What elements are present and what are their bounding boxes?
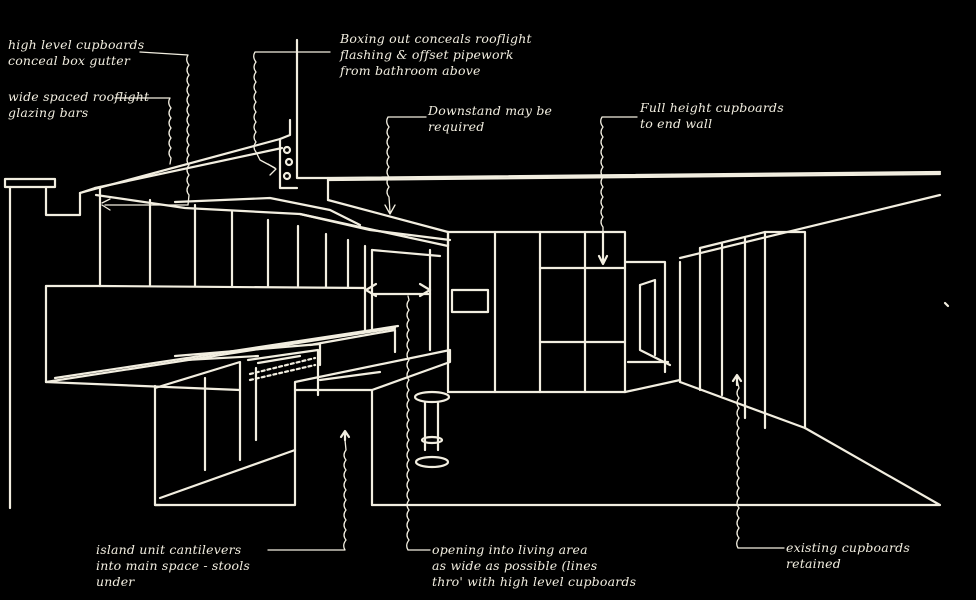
annotation-line: conceal box gutter [8, 53, 131, 68]
annotation-leaders [101, 51, 785, 551]
boxing-out [278, 38, 330, 202]
annotation-line: Downstand may be [428, 103, 553, 118]
existing-cupboards [678, 193, 950, 430]
annotation-line: wide spaced rooflight [8, 89, 150, 104]
annotation-opening-living-area: opening into living area as wide as poss… [432, 542, 636, 590]
annotation-line: Full height cupboards [640, 100, 784, 115]
annotation-line: to end wall [640, 116, 713, 131]
island-unit [153, 348, 452, 507]
annotation-line: into main space - stools [96, 558, 251, 573]
box-gutter-parapet [3, 177, 82, 510]
annotation-island-unit: island unit cantilevers into main space … [96, 542, 250, 590]
ceiling-soffit [94, 170, 942, 288]
annotation-line: Boxing out conceals rooflight [340, 31, 532, 46]
hob-controls [248, 356, 317, 382]
annotation-boxing-out: Boxing out conceals rooflight flashing &… [340, 31, 532, 79]
annotation-line: thro' with high level cupboards [432, 574, 637, 589]
annotation-line: from bathroom above [340, 63, 481, 78]
kitchen-back-wall [44, 248, 442, 384]
annotation-line: required [428, 119, 485, 134]
annotation-line: under [96, 574, 135, 589]
full-height-cupboards [446, 230, 627, 394]
annotation-rooflight-glazing: wide spaced rooflight glazing bars [8, 89, 149, 121]
annotation-line: as wide as possible (lines [432, 558, 598, 573]
annotation-line: opening into living area [432, 542, 588, 557]
corridor-opening [623, 260, 682, 384]
annotation-full-height-cupboards: Full height cupboards to end wall [640, 100, 784, 132]
annotation-line: glazing bars [8, 105, 89, 120]
annotation-existing-cupboards: existing cupboards retained [786, 540, 910, 572]
annotation-downstand: Downstand may be required [428, 103, 552, 135]
high-level-cupboards [98, 198, 367, 332]
annotation-line: retained [786, 556, 841, 571]
annotation-line: flashing & offset pipework [340, 47, 514, 62]
rooflight-glazing [78, 137, 284, 195]
bar-stool [413, 390, 451, 469]
kitchen-base-units [44, 324, 400, 507]
annotation-line: island unit cantilevers [96, 542, 242, 557]
annotation-line: existing cupboards [786, 540, 910, 555]
annotation-line: high level cupboards [8, 37, 145, 52]
living-floor [370, 378, 942, 507]
annotation-high-level-cupboards: high level cupboards conceal box gutter [8, 37, 144, 69]
